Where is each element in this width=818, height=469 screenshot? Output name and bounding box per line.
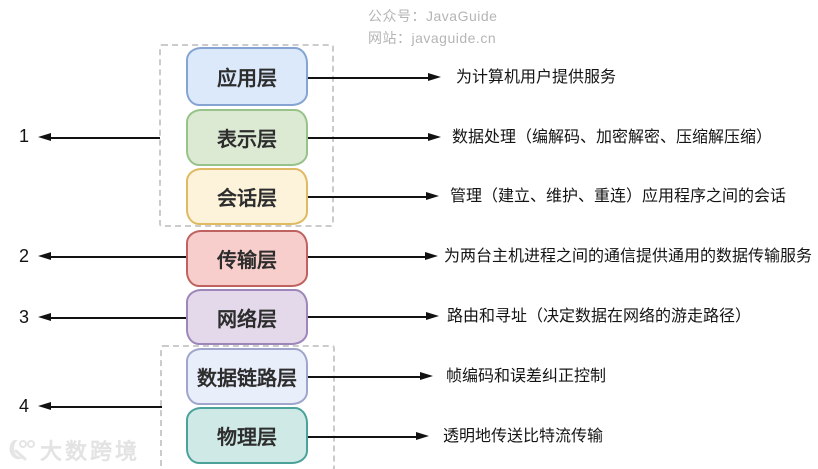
credit-line-2: 网站：javaguide.cn <box>368 30 497 46</box>
layer-label-network: 网络层 <box>217 308 277 331</box>
arrowhead-right-7-icon <box>416 432 429 440</box>
arrowhead-left-3-icon <box>38 313 51 321</box>
group-number-3: 3 <box>18 307 29 327</box>
arrow-line-right-4 <box>308 256 427 258</box>
arrow-line-left-4 <box>48 406 162 408</box>
annotation-application: 为计算机用户提供服务 <box>456 69 617 86</box>
arrowhead-right-1-icon <box>428 73 441 81</box>
arrowhead-left-2-icon <box>38 252 51 260</box>
arrow-line-right-7 <box>308 436 418 438</box>
layer-box-network: 网络层 <box>186 289 308 345</box>
upper-layers-group-border <box>159 44 334 227</box>
annotation-physical: 透明地传送比特流传输 <box>443 428 604 445</box>
layer-box-datalink: 数据链路层 <box>186 348 308 405</box>
arrowhead-left-4-icon <box>38 402 51 410</box>
annotation-datalink: 帧编码和误差纠正控制 <box>446 368 607 385</box>
group-number-4: 4 <box>18 396 29 416</box>
arrowhead-left-1-icon <box>38 133 51 141</box>
layer-box-physical: 物理层 <box>186 407 308 464</box>
annotation-transport: 为两台主机进程之间的通信提供通用的数据传输服务 <box>444 248 813 265</box>
layer-box-session: 会话层 <box>186 168 308 225</box>
arrowhead-right-4-icon <box>425 252 438 260</box>
layer-label-session: 会话层 <box>217 188 277 210</box>
arrow-line-right-1 <box>308 77 430 79</box>
group-number-1: 1 <box>18 126 29 146</box>
layer-label-transport: 传输层 <box>217 250 277 272</box>
layer-label-physical: 物理层 <box>217 427 277 449</box>
group-number-2: 2 <box>18 246 29 266</box>
watermark-text: 大数跨境 <box>40 439 141 464</box>
arrow-line-left-3 <box>48 317 186 319</box>
watermark: 大数跨境 <box>6 434 140 466</box>
arrowhead-right-2-icon <box>428 133 441 141</box>
layer-label-datalink: 数据链路层 <box>197 368 297 390</box>
arrow-line-right-5 <box>308 316 428 318</box>
layer-label-presentation: 表示层 <box>217 129 277 151</box>
arrow-line-right-2 <box>308 137 430 139</box>
annotation-network: 路由和寻址（决定数据在网络的游走路径） <box>447 308 752 325</box>
arrowhead-right-5-icon <box>426 312 439 320</box>
arrowhead-right-3-icon <box>426 192 439 200</box>
credit-line-1: 公众号：JavaGuide <box>368 8 498 24</box>
arrow-line-right-3 <box>308 196 428 198</box>
credit-header: 公众号：JavaGuide 网站：javaguide.cn <box>368 5 497 49</box>
layer-label-application: 应用层 <box>217 68 277 90</box>
arrow-line-left-2 <box>48 256 186 258</box>
arrowhead-right-6-icon <box>420 372 433 380</box>
layer-box-presentation: 表示层 <box>186 109 308 166</box>
kuajing-logo-icon <box>9 440 35 461</box>
annotation-session: 管理（建立、维护、重连）应用程序之间的会话 <box>450 188 787 205</box>
annotation-presentation: 数据处理（编解码、加密解密、压缩解压缩） <box>452 129 773 146</box>
layer-box-application: 应用层 <box>186 47 308 106</box>
arrow-line-left-1 <box>48 137 160 139</box>
layer-box-transport: 传输层 <box>186 230 308 287</box>
arrow-line-right-6 <box>308 376 422 378</box>
